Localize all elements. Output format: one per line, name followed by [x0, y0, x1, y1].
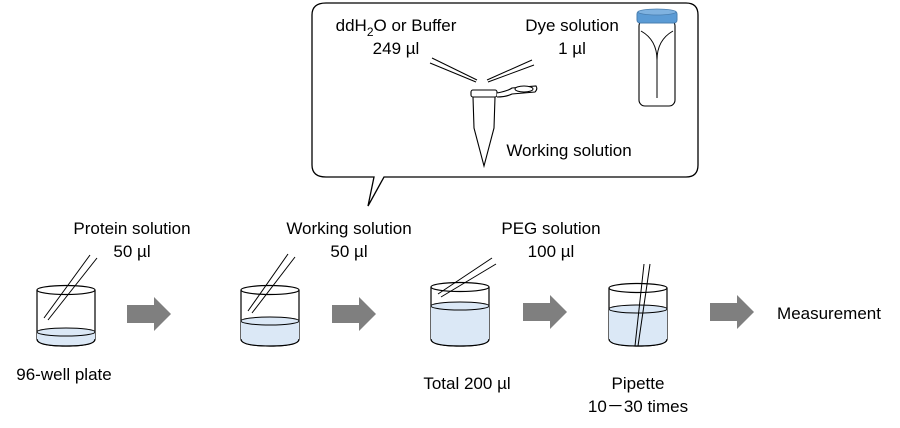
step1-bottom-label: 96-well plate [16, 365, 111, 384]
step4-bottom-label2: 10－30 times [588, 397, 688, 416]
step4-pipette-icon [634, 263, 651, 347]
callout-water-volume: 249 µl [373, 39, 420, 58]
dye-vial-icon [636, 8, 678, 107]
callout-tube-label: Working solution [506, 141, 631, 160]
step4-bottom-label: Pipette [612, 374, 665, 393]
step2-liquid [241, 321, 299, 346]
measurement-label: Measurement [777, 304, 881, 323]
step1-top-label: Protein solution [73, 219, 190, 238]
step1-pipette-icon [43, 254, 98, 321]
step3-bottom-label: Total 200 µl [423, 374, 510, 393]
arrow-right-icon [710, 295, 754, 329]
step2-well-icon [240, 284, 300, 347]
step1-top-volume: 50 µl [113, 242, 150, 261]
callout-dye-volume: 1 µl [558, 39, 586, 58]
step3-liquid [431, 306, 489, 346]
callout-dye-label: Dye solution [525, 16, 619, 35]
step1-well-icon [36, 284, 96, 347]
callout-water-label: ddH2O or Buffer [336, 16, 457, 39]
step3-top-volume: 100 µl [528, 242, 575, 261]
callout-bubble [311, 2, 699, 207]
step2-pipette-icon [247, 253, 296, 314]
step2-top-label: Working solution [286, 219, 411, 238]
step3-well-icon [430, 281, 490, 347]
arrow-right-icon [127, 297, 171, 331]
step4-liquid [609, 309, 667, 346]
microtube-icon [470, 85, 538, 169]
step3-top-label: PEG solution [501, 219, 600, 238]
step2-top-volume: 50 µl [330, 242, 367, 261]
callout-pipette-icon [429, 57, 535, 83]
step3-pipette-icon [437, 257, 497, 298]
arrow-right-icon [523, 295, 567, 329]
arrow-right-icon [332, 297, 376, 331]
